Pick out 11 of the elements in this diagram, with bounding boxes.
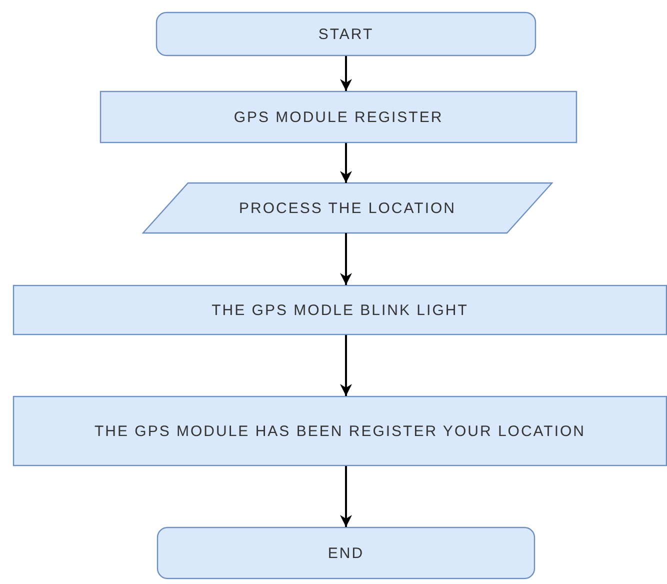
arrow xyxy=(340,233,352,285)
node-label: PROCESS THE LOCATION xyxy=(239,200,456,216)
node-label: THE GPS MODLE BLINK LIGHT xyxy=(212,302,468,318)
node-label: THE GPS MODULE HAS BEEN REGISTER YOUR LOCATION xyxy=(94,422,586,440)
arrow xyxy=(340,466,352,527)
arrow xyxy=(340,143,352,183)
arrow xyxy=(340,56,352,91)
node-label: END xyxy=(328,544,364,562)
arrow xyxy=(340,335,352,396)
node-label: START xyxy=(318,26,374,42)
node-label: GPS MODULE REGISTER xyxy=(234,108,444,126)
